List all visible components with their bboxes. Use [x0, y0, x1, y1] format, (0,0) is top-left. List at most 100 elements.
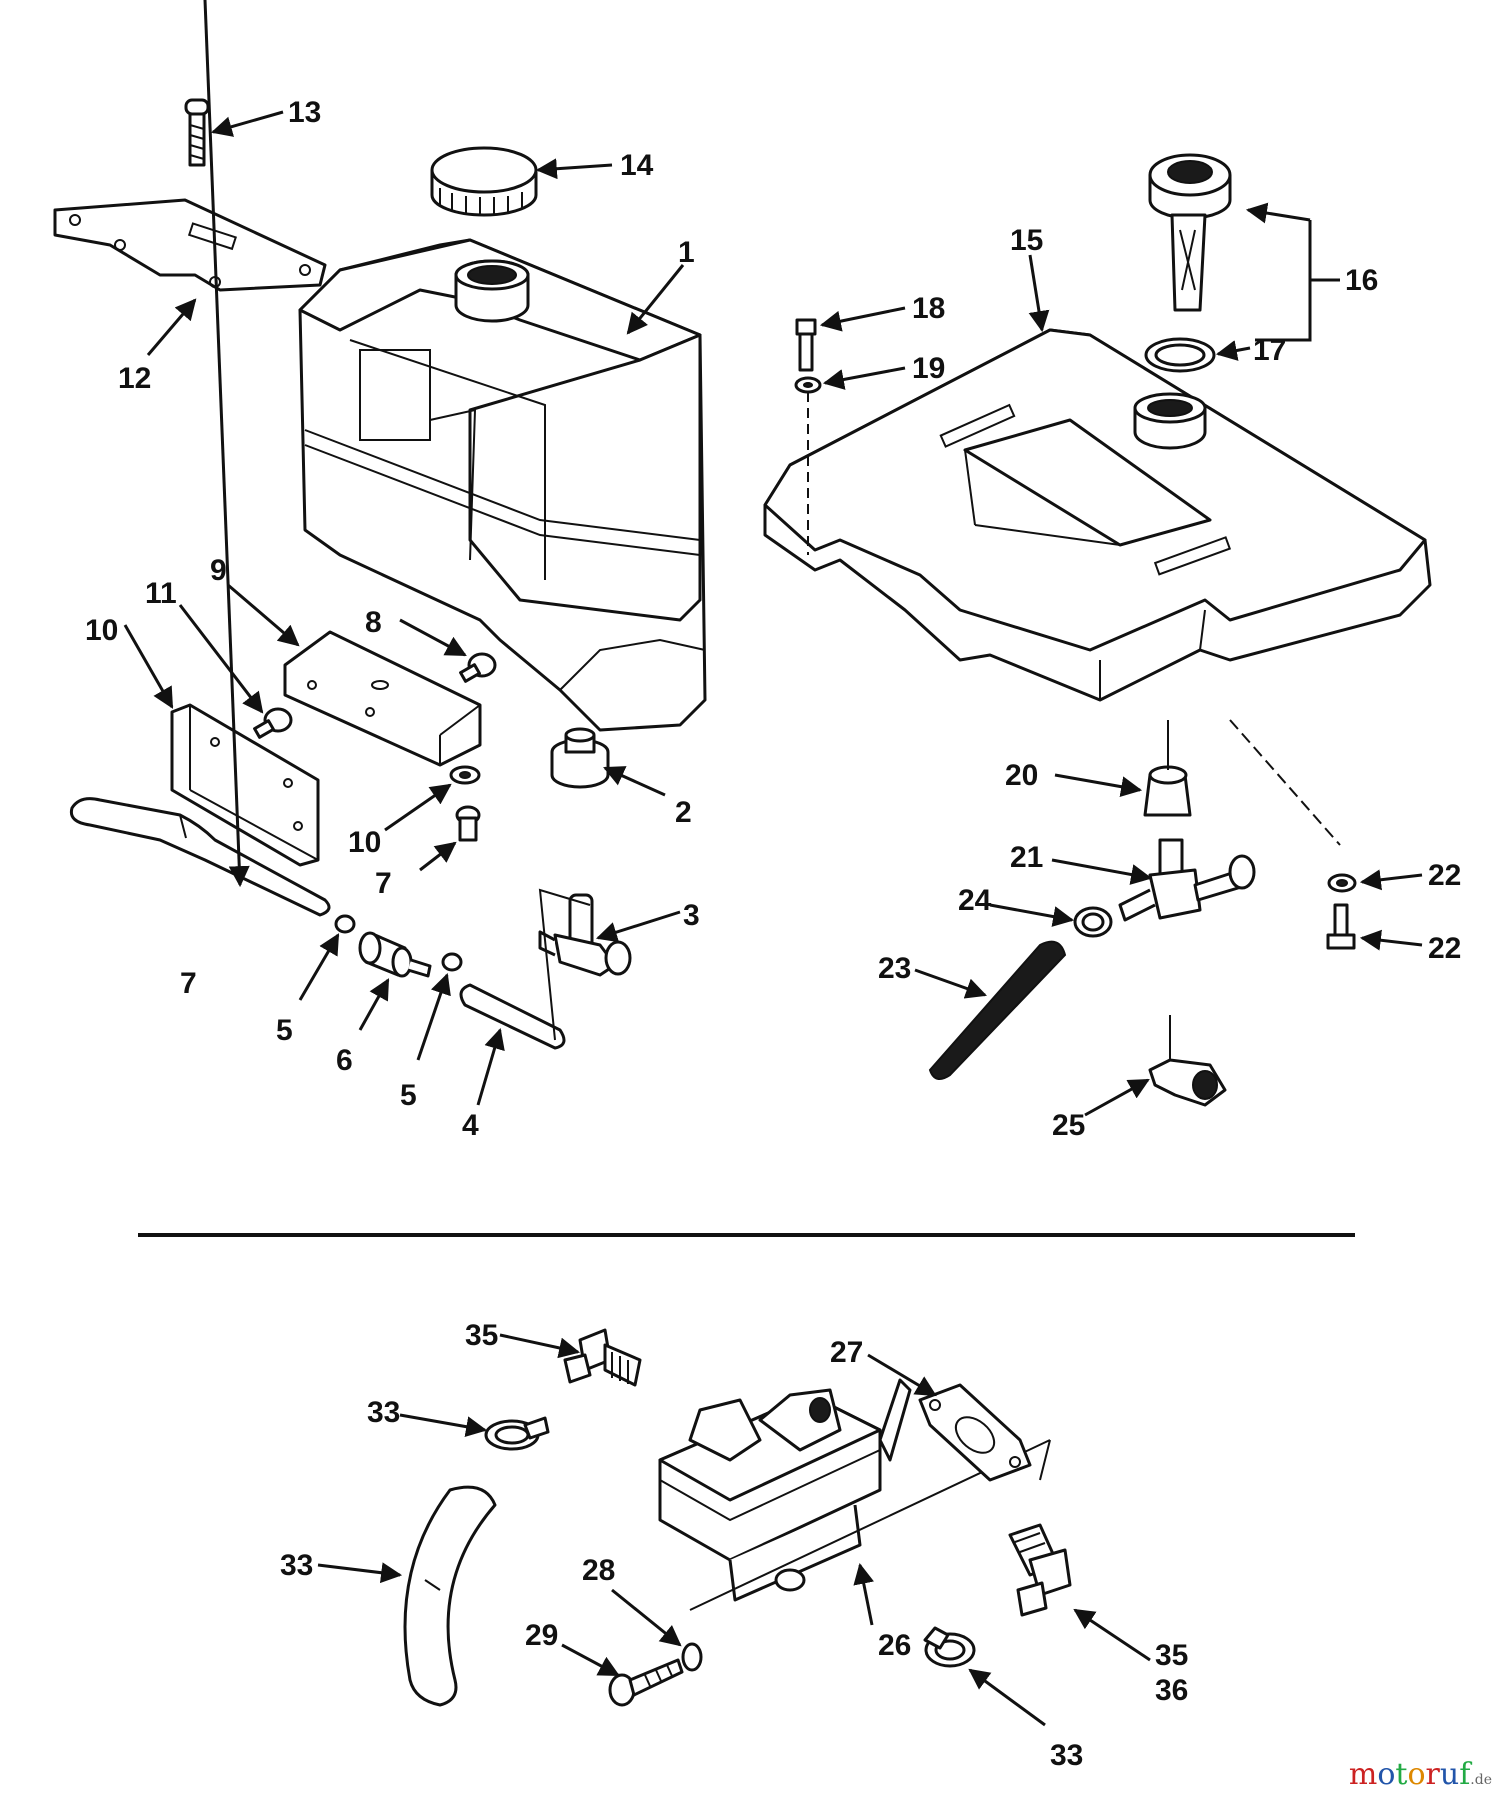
callout-label-18: 16: [1345, 264, 1378, 297]
fuel-filter-6: [358, 931, 432, 978]
watermark-letter: m: [1348, 1757, 1378, 1792]
callout-label-28: 25: [1052, 1109, 1085, 1142]
fuel-tank-1: [298, 238, 707, 732]
callout-22-label: 22: [1428, 932, 1461, 965]
callout-label-4: 4: [462, 1109, 479, 1142]
callout-label-34: 33: [280, 1549, 313, 1582]
callout-7: 12: [203, 0, 250, 888]
bolt-20: [795, 318, 817, 372]
clamp-27: [1073, 906, 1113, 938]
callout-33b-label: 33: [1050, 1739, 1083, 1772]
screw-8: [459, 652, 497, 683]
gasket-19: [1144, 337, 1216, 373]
callout-label-33a: 33: [367, 1396, 400, 1429]
grommet-2: [550, 727, 610, 789]
callout-5a: 5: [276, 933, 340, 1047]
fuel-line-4: [459, 888, 591, 1050]
hose-clamp-33b: [923, 1626, 976, 1668]
callout-label-11: 7: [375, 867, 392, 900]
callout-33a: 33: [367, 1396, 488, 1438]
callout-9: 9: [210, 554, 300, 647]
fuel-line-7: [69, 797, 331, 917]
fuel-hose-26: [928, 940, 1067, 1080]
callout-6-label: 6: [336, 1044, 353, 1077]
callout-label-1: 1: [678, 236, 695, 269]
callout-1: 1: [626, 236, 695, 335]
callout-label-13: 10: [85, 614, 118, 647]
callout-27: 24: [958, 884, 1075, 927]
callout-label-12: 11: [145, 577, 177, 610]
callout-label-24: 20: [1005, 759, 1038, 792]
gasket-30: [918, 1383, 1032, 1482]
callout-label-5a: 5: [276, 1014, 293, 1047]
plate-13: [170, 703, 320, 867]
callout-label-30: 27: [830, 1336, 863, 1369]
callout-16: 14: [535, 149, 654, 182]
clamp-5b: [441, 952, 463, 972]
callout-label-23: 22: [1428, 859, 1461, 892]
callout-20: 18: [819, 292, 945, 332]
callout-label-36: 36: [1155, 1674, 1188, 1707]
callout-8: 8: [365, 606, 467, 657]
watermark-letter: u: [1439, 1757, 1460, 1792]
bracket-14: [53, 198, 327, 292]
fitting-24: [1143, 765, 1192, 817]
callout-19: 17: [1215, 334, 1286, 367]
gauge-cap-18: [1148, 153, 1232, 312]
callout-26: 23: [878, 952, 987, 999]
hose-clamp-33a: [484, 1416, 550, 1451]
fuel-pump-29: [658, 1378, 1051, 1611]
callout-label-20: 18: [912, 292, 945, 325]
screw-15: [184, 98, 210, 167]
callout-label-16: 14: [620, 149, 654, 182]
washer-10: [449, 765, 481, 785]
elbow-fitting-35b: [1008, 1523, 1072, 1617]
callout-label-9: 9: [210, 554, 227, 587]
callout-30: 27: [830, 1336, 937, 1397]
callout-33b: 33: [968, 1668, 1046, 1727]
callout-7-label: 7: [180, 967, 197, 1000]
screw-32: [608, 1658, 684, 1707]
callout-label-2: 2: [675, 796, 692, 829]
callout-label-5b: 5: [400, 1079, 417, 1112]
watermark-letter: o: [1377, 1757, 1396, 1792]
callout-label-19: 17: [1253, 334, 1286, 367]
callout-label-35b: 35: [1155, 1639, 1188, 1672]
callout-31: 28: [582, 1554, 682, 1647]
watermark-letter: t: [1395, 1757, 1408, 1792]
lock-washer-31: [681, 1642, 703, 1672]
callout-2: 2: [603, 766, 692, 829]
callout-28: 25: [1052, 1078, 1150, 1142]
bracket-9: [283, 630, 482, 767]
washer-23: [1327, 873, 1357, 893]
callout-24: 20: [1005, 759, 1143, 798]
screw-11: [455, 805, 481, 842]
callout-4: 4: [462, 1027, 505, 1142]
callout-label-8: 8: [365, 606, 382, 639]
watermark-text: motoruf: [1349, 1757, 1470, 1792]
callout-32: 29: [525, 1619, 620, 1677]
shutoff-valve-3: [538, 893, 632, 977]
callout-label-21: 19: [912, 352, 945, 385]
callout-3: 3: [595, 899, 700, 943]
callout-29: 26: [853, 1562, 911, 1662]
callout-label-10: 10: [348, 826, 381, 859]
washer-21: [794, 376, 822, 394]
clip-28: [1148, 1058, 1227, 1107]
callout-5b: 5: [400, 973, 451, 1112]
watermark: motoruf.de: [1349, 1757, 1492, 1792]
callout-label-29: 26: [878, 1629, 911, 1662]
watermark-suffix: .de: [1470, 1772, 1492, 1788]
callout-label-17: 15: [1010, 224, 1043, 257]
watermark-letter: o: [1407, 1757, 1426, 1792]
curved-hose-34: [403, 1485, 497, 1707]
bolt-22: [1326, 903, 1356, 950]
callout-14: 12: [118, 298, 197, 395]
callout-25: 21: [1010, 841, 1153, 885]
callout-label-26: 23: [878, 952, 911, 985]
callout-label-35a: 35: [465, 1319, 498, 1352]
tee-valve-25: [1118, 838, 1256, 922]
callout-15: 13: [210, 96, 321, 137]
callout-23: 22: [1359, 859, 1461, 892]
